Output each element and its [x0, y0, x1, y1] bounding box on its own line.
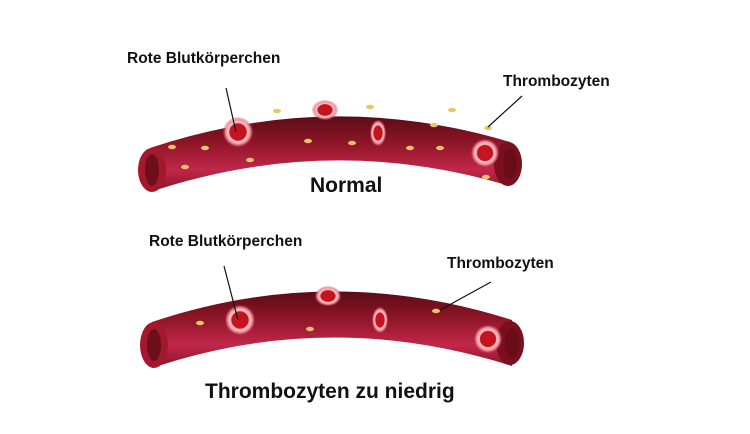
label-platelets-normal: Thrombozyten — [503, 73, 610, 90]
label-platelets-low: Thrombozyten — [447, 255, 554, 272]
label-red-blood-cells-normal: Rote Blutkörperchen — [127, 50, 281, 67]
red-blood-cells-normal — [223, 100, 499, 167]
panel-title-low: Thrombozyten zu niedrig — [205, 380, 455, 403]
leader-line-platelet-low — [439, 281, 492, 311]
red-blood-cells-low — [225, 286, 502, 353]
panel-title-normal: Normal — [310, 174, 383, 197]
leader-line-rbc-normal — [225, 87, 237, 133]
leader-line-rbc-low — [223, 265, 239, 321]
platelets-low — [196, 308, 440, 332]
label-red-blood-cells-low: Rote Blutkörperchen — [149, 233, 303, 250]
platelets-normal — [168, 104, 492, 180]
leader-line-platelet-normal — [487, 95, 523, 128]
